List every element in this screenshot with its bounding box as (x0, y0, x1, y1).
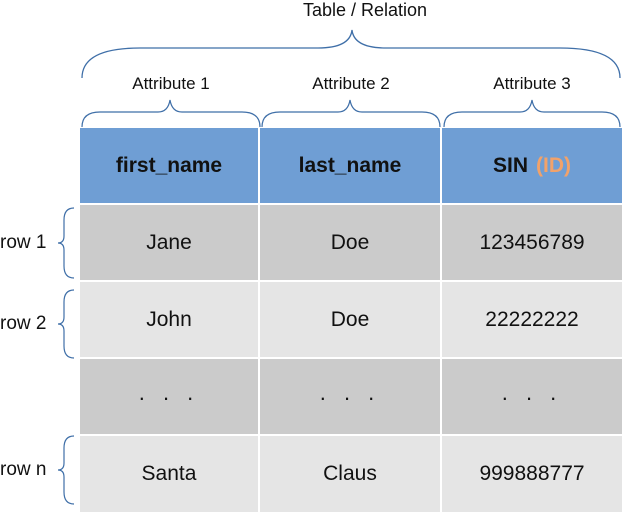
attribute-1-label: Attribute 1 (132, 74, 210, 93)
cell-text: Jane (146, 230, 192, 254)
cell-text: John (146, 307, 192, 331)
table-cell: Doe (260, 205, 442, 282)
table-cell: 999888777 (442, 436, 622, 512)
table-cell: . . . (442, 359, 622, 436)
table-cell: Jane (80, 205, 260, 282)
table-cell: . . . (80, 359, 260, 436)
attribute-3-brace (443, 99, 621, 128)
header-first-name-text: first_name (115, 153, 223, 177)
table-cell: Santa (80, 436, 260, 512)
ellipsis-text: . . . (319, 379, 381, 405)
table-cell: Doe (260, 282, 442, 359)
relation-table: first_name last_name SIN (ID) Jane Doe 1… (80, 128, 622, 512)
row-2-brace (57, 289, 75, 359)
cell-text: 123456789 (479, 230, 585, 254)
row-1-label: row 1 (0, 232, 47, 253)
row-n-brace (57, 435, 75, 505)
table-relation-title: Table / Relation (0, 0, 622, 20)
header-sin-text: SIN (492, 153, 528, 177)
row-1-brace (57, 207, 75, 279)
ellipsis-text: . . . (138, 379, 200, 405)
table-cell: 123456789 (442, 205, 622, 282)
top-brace (81, 29, 621, 79)
table-cell: 22222222 (442, 282, 622, 359)
table-cell: . . . (260, 359, 442, 436)
header-id-accent: (ID) (536, 153, 571, 177)
table-cell: Claus (260, 436, 442, 512)
row-2-label: row 2 (0, 313, 47, 334)
table-cell: John (80, 282, 260, 359)
cell-text: Doe (330, 230, 370, 254)
header-first-name: first_name (80, 128, 260, 205)
header-sin: SIN (ID) (442, 128, 622, 205)
attribute-1-brace (81, 99, 261, 128)
header-last-name-text: last_name (298, 153, 402, 177)
cell-text: Santa (141, 462, 197, 485)
attribute-2-brace (261, 99, 441, 128)
cell-text: Claus (323, 462, 377, 485)
cell-text: Doe (330, 307, 370, 331)
row-n-label: row n (0, 459, 47, 480)
ellipsis-text: . . . (501, 379, 563, 405)
header-last-name: last_name (260, 128, 442, 205)
cell-text: 22222222 (485, 307, 579, 331)
title-text: Table / Relation (302, 0, 428, 20)
cell-text: 999888777 (479, 462, 585, 485)
attribute-2-label: Attribute 2 (312, 74, 390, 93)
attribute-3-label: Attribute 3 (493, 74, 571, 93)
